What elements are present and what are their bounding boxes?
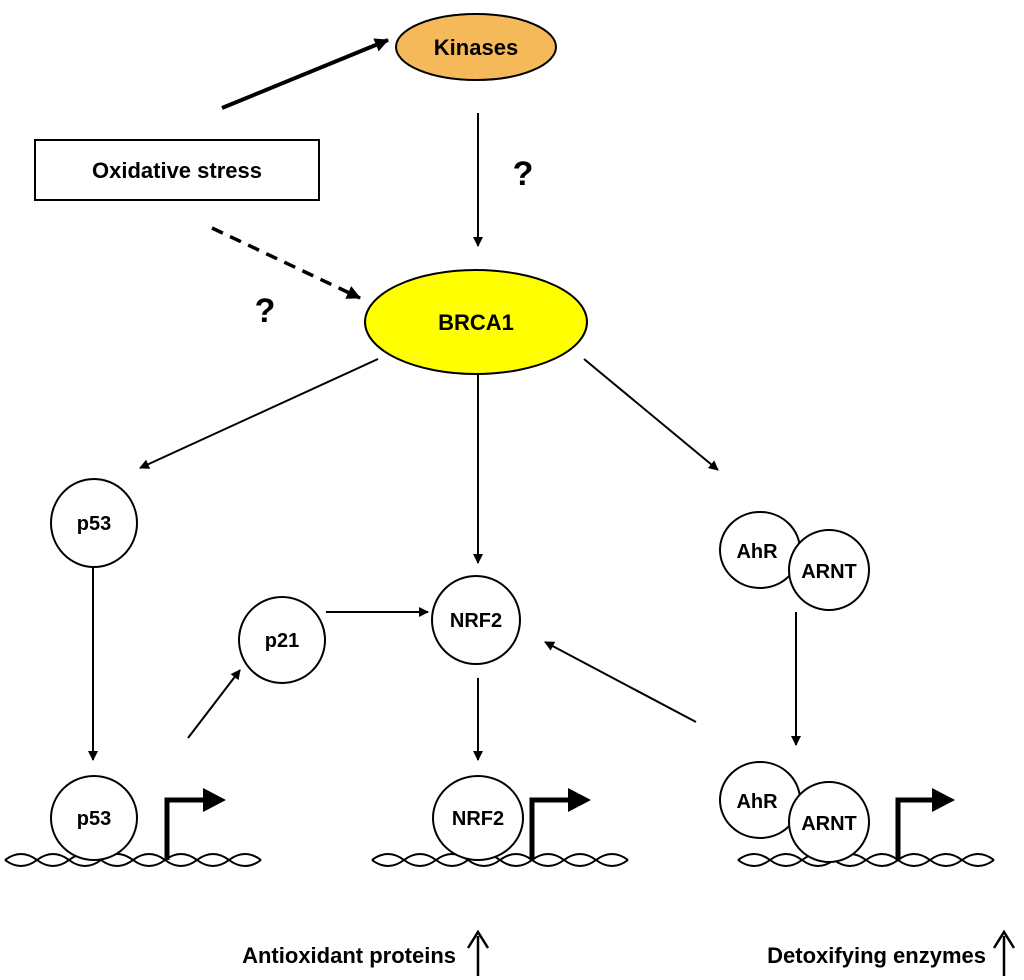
detoxifying-enzymes-label: Detoxifying enzymes (767, 943, 986, 968)
p53-dna-node (50, 775, 138, 861)
arnt-dna-label: ARNT (801, 813, 857, 835)
transcription-arrow-middle (529, 788, 591, 860)
arnt-label: ARNT (801, 561, 857, 583)
dna-helix-left (4, 853, 262, 867)
arrow-stress-to-kinases (221, 38, 389, 110)
p53-dna-label: p53 (77, 808, 111, 830)
arnt-dna-node (788, 781, 870, 863)
oxidative-stress-label: Oxidative stress (92, 158, 262, 183)
question-mark-stress: ? (255, 292, 276, 330)
arrow-p53-dna-to-p21 (187, 669, 241, 739)
antioxidant-proteins-label: Antioxidant proteins (242, 943, 456, 968)
brca1-label: BRCA1 (438, 310, 514, 335)
up-arrow-antioxidant-icon (466, 929, 490, 976)
p21-node (238, 596, 326, 684)
nrf2-node (431, 575, 521, 665)
arnt-node (788, 529, 870, 611)
arrow-brca1-to-ahr (583, 358, 719, 471)
question-mark-kinases: ? (513, 155, 534, 193)
dna-helix-right (737, 853, 995, 867)
nrf2-label: NRF2 (450, 610, 502, 632)
nrf2-dna-node (432, 775, 524, 861)
arrow-stress-to-brca1-dashed (211, 226, 361, 300)
nrf2-dna-label: NRF2 (452, 808, 504, 830)
kinases-node (395, 13, 557, 81)
dna-helix-middle (371, 853, 629, 867)
arrow-ahr-dna-to-nrf2 (544, 641, 697, 723)
brca1-node (364, 269, 588, 375)
arrow-brca1-to-p53 (139, 358, 379, 469)
transcription-arrow-left (164, 788, 226, 860)
p53-label: p53 (77, 513, 111, 535)
p21-label: p21 (265, 630, 299, 652)
transcription-arrow-right (895, 788, 955, 860)
kinases-label: Kinases (434, 35, 518, 60)
p53-node (50, 478, 138, 568)
ahr-label: AhR (736, 541, 778, 563)
ahr-dna-label: AhR (736, 791, 778, 813)
oxidative-stress-box (34, 139, 320, 201)
up-arrow-detoxifying-icon (992, 929, 1016, 976)
